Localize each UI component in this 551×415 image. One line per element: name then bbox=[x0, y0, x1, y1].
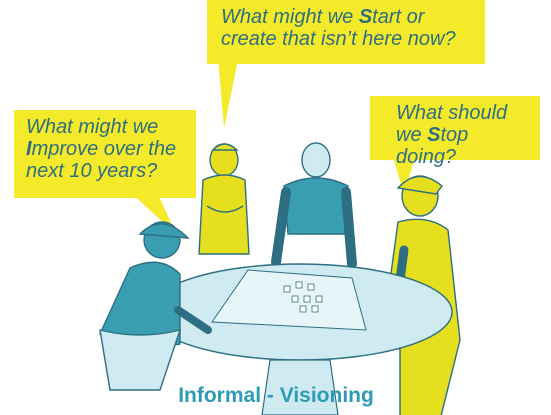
bubble-start-tail bbox=[218, 58, 238, 128]
speech-bubble-stop: What should we Stop doing? bbox=[370, 96, 540, 168]
speech-bubble-improve: What might we Improve over the next 10 y… bbox=[14, 110, 196, 198]
bubble-start-line1: What might we Start or bbox=[221, 6, 425, 28]
figure-teal-left bbox=[99, 221, 212, 391]
speech-bubble-start: What might we Start or create that isn’t… bbox=[207, 0, 485, 64]
bubble-stop-line1: What should bbox=[396, 102, 508, 124]
bubble-improve-line3: next 10 years? bbox=[26, 160, 158, 182]
caption: Informal - Visioning bbox=[178, 384, 374, 407]
bubble-improve-line2: Improve over the bbox=[26, 138, 177, 160]
figure-teal-center bbox=[271, 142, 357, 269]
table-paper bbox=[211, 269, 367, 331]
emphasis-letter-s-stop: S bbox=[427, 124, 441, 146]
figure-yellow-back bbox=[198, 143, 250, 255]
sticky-notes bbox=[283, 281, 323, 313]
bubble-start-line2: create that isn’t here now? bbox=[221, 28, 456, 50]
emphasis-letter-s: S bbox=[358, 6, 373, 28]
bubble-improve-line1: What might we bbox=[26, 116, 159, 138]
bubble-stop-line2: we Stop doing? bbox=[396, 124, 469, 168]
emphasis-letter-i: I bbox=[26, 138, 32, 160]
bubble-stop-tail bbox=[392, 154, 416, 194]
table-base bbox=[261, 359, 339, 415]
